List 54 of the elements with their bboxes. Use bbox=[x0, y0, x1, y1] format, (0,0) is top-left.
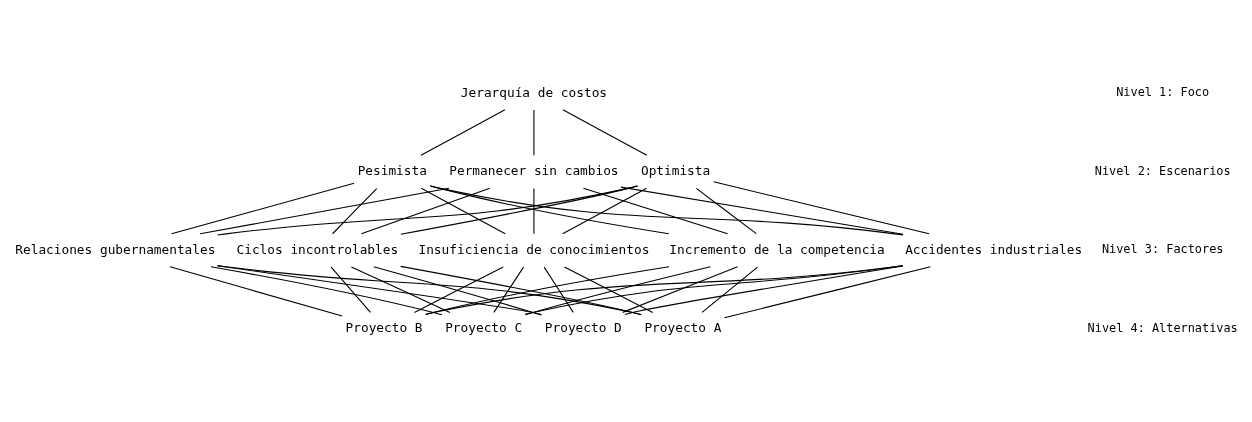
connector bbox=[420, 109, 506, 156]
connector bbox=[562, 109, 648, 156]
node-text: Pesimista bbox=[357, 163, 427, 179]
connector bbox=[199, 187, 450, 235]
connector bbox=[360, 187, 491, 235]
connector bbox=[332, 187, 378, 235]
connector bbox=[216, 265, 542, 316]
node-text: Relaciones gubernamentales bbox=[15, 241, 216, 257]
node-text: Jerarquía de costos bbox=[460, 84, 608, 100]
label: Nivel 3: Factores bbox=[1101, 242, 1224, 257]
connector bbox=[723, 266, 931, 319]
connector bbox=[563, 266, 654, 313]
node-text: Proyecto D bbox=[544, 320, 622, 336]
connector bbox=[624, 265, 904, 315]
connector bbox=[425, 265, 904, 315]
connector bbox=[562, 187, 648, 235]
connector bbox=[493, 266, 525, 313]
node-text: Incremento de la competencia bbox=[669, 241, 885, 257]
node-text: Ciclos incontrolables bbox=[236, 241, 399, 257]
connector bbox=[330, 266, 371, 313]
node-text: Proyecto B bbox=[345, 320, 423, 336]
connector bbox=[533, 187, 535, 235]
connector bbox=[429, 185, 670, 235]
node-text: Proyecto A bbox=[644, 320, 722, 336]
connector bbox=[413, 266, 504, 313]
node-text: Proyecto C bbox=[445, 320, 523, 336]
node-text: Optimista bbox=[640, 163, 711, 179]
connector bbox=[695, 187, 757, 235]
connector bbox=[701, 266, 759, 313]
connector bbox=[216, 185, 639, 236]
connector bbox=[425, 266, 670, 315]
label: Nivel 2: Escenarios bbox=[1094, 163, 1231, 178]
connector bbox=[210, 266, 443, 316]
node-text: Insuficiencia de conocimientos bbox=[418, 241, 650, 257]
connector bbox=[582, 187, 729, 235]
connector bbox=[216, 265, 642, 315]
connector bbox=[543, 266, 574, 313]
connector bbox=[622, 266, 739, 313]
connector bbox=[524, 265, 904, 315]
label: Nivel 4: Alternativas bbox=[1087, 321, 1238, 335]
connector bbox=[429, 185, 904, 236]
node-text: Permanecer sin cambios bbox=[449, 163, 619, 179]
connector bbox=[350, 266, 451, 313]
connector bbox=[400, 185, 639, 235]
connector bbox=[373, 266, 543, 316]
connector bbox=[713, 181, 930, 235]
connector bbox=[420, 187, 506, 235]
connector bbox=[169, 266, 343, 317]
label: Nivel 1: Foco bbox=[1116, 85, 1210, 100]
node-text: Accidentes industriales bbox=[905, 241, 1083, 257]
connector bbox=[524, 266, 711, 316]
connector bbox=[400, 265, 642, 316]
connector bbox=[620, 186, 904, 235]
connector bbox=[171, 182, 355, 235]
